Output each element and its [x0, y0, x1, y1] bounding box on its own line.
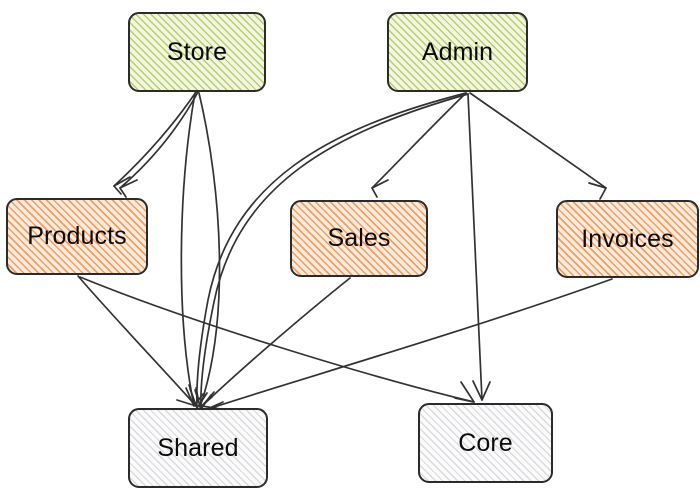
node-label-shared: Shared [157, 433, 239, 462]
node-store[interactable]: Store [128, 12, 266, 92]
edge-admin-to-core [467, 93, 483, 401]
node-sales[interactable]: Sales [290, 200, 428, 277]
edge-store-to-products [113, 91, 197, 187]
edge-products-to-shared [77, 275, 197, 407]
arrowhead-icon [588, 182, 607, 200]
node-products[interactable]: Products [6, 198, 148, 275]
edge-admin-to-invoices [469, 92, 607, 189]
edge-admin-to-shared [195, 92, 467, 409]
node-admin[interactable]: Admin [387, 12, 528, 92]
edge-invoices-to-shared [204, 278, 613, 411]
node-label-sales: Sales [327, 224, 391, 252]
arrowhead-icon [113, 176, 131, 195]
edge-store-to-products [119, 91, 199, 189]
arrowhead-icon [176, 384, 197, 407]
node-label-invoices: Invoices [581, 224, 674, 253]
node-core[interactable]: Core [418, 403, 553, 483]
arrowhead-icon [119, 179, 138, 198]
edge-admin-to-shared [200, 93, 469, 410]
node-shared[interactable]: Shared [128, 408, 268, 488]
node-label-admin: Admin [421, 37, 494, 66]
node-label-store: Store [166, 37, 228, 66]
edge-store-to-shared [180, 92, 196, 407]
node-label-core: Core [458, 428, 513, 457]
edge-admin-to-sales [371, 92, 467, 189]
arrowhead-icon [472, 380, 491, 401]
edge-products-to-core [79, 276, 475, 403]
arrowhead-icon [371, 179, 389, 198]
arrowhead-icon [454, 381, 475, 403]
node-invoices[interactable]: Invoices [556, 200, 699, 278]
node-label-products: Products [27, 222, 127, 250]
edge-store-to-shared [198, 92, 221, 408]
edge-sales-to-shared [201, 277, 351, 407]
